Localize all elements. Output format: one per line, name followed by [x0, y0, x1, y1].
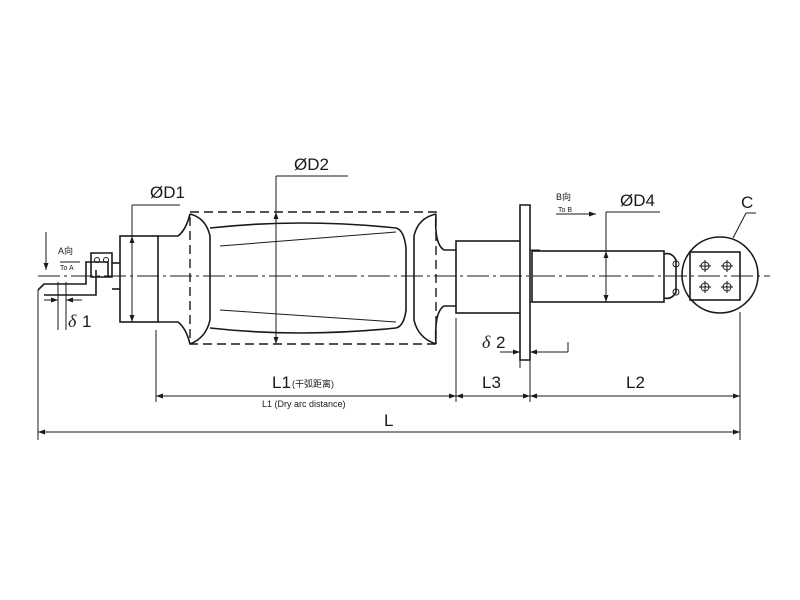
delta2-symbol: δ: [482, 332, 491, 352]
l2-label: L2: [626, 373, 645, 392]
delta1-index: 1: [82, 312, 91, 331]
right-terminal: C: [681, 193, 759, 314]
l1-label: L1: [272, 373, 291, 392]
d2-label: ØD2: [294, 155, 329, 174]
view-b-cn: B向: [556, 191, 571, 202]
delta2-dimension: δ 2: [482, 332, 569, 368]
view-a-cn: A向: [58, 245, 73, 256]
view-a-marker: A向 To A: [43, 232, 80, 272]
d1-label: ØD1: [150, 183, 185, 202]
l-dimensions: L1 (干弧距离) L1 (Dry arc distance) L3 L2: [156, 373, 740, 409]
l-label: L: [384, 411, 393, 430]
d1-dimension: ØD1: [129, 183, 185, 322]
left-flange: [119, 213, 191, 345]
view-b-marker: B向 To B: [556, 191, 596, 217]
c-label: C: [741, 193, 753, 212]
insulator-body: [189, 211, 456, 345]
left-terminal: [37, 252, 120, 296]
view-b-en: To B: [558, 207, 572, 214]
overall-dimension: L: [38, 411, 740, 435]
four-hole-cross-icon: [699, 260, 733, 293]
delta1-symbol: δ: [68, 311, 77, 331]
d2-dimension: ØD2: [273, 155, 348, 344]
detail-circle-c: [681, 236, 759, 314]
right-rod: [531, 250, 680, 303]
delta2-index: 2: [496, 333, 505, 352]
delta1-dimension: δ 1: [44, 282, 91, 331]
view-a-en: To A: [60, 265, 74, 272]
d4-label: ØD4: [620, 191, 655, 210]
l1-cn-label: (干弧距离): [292, 378, 334, 389]
d4-dimension: ØD4: [603, 191, 660, 302]
l1-en-label: L1 (Dry arc distance): [262, 399, 346, 409]
l3-label: L3: [482, 373, 501, 392]
